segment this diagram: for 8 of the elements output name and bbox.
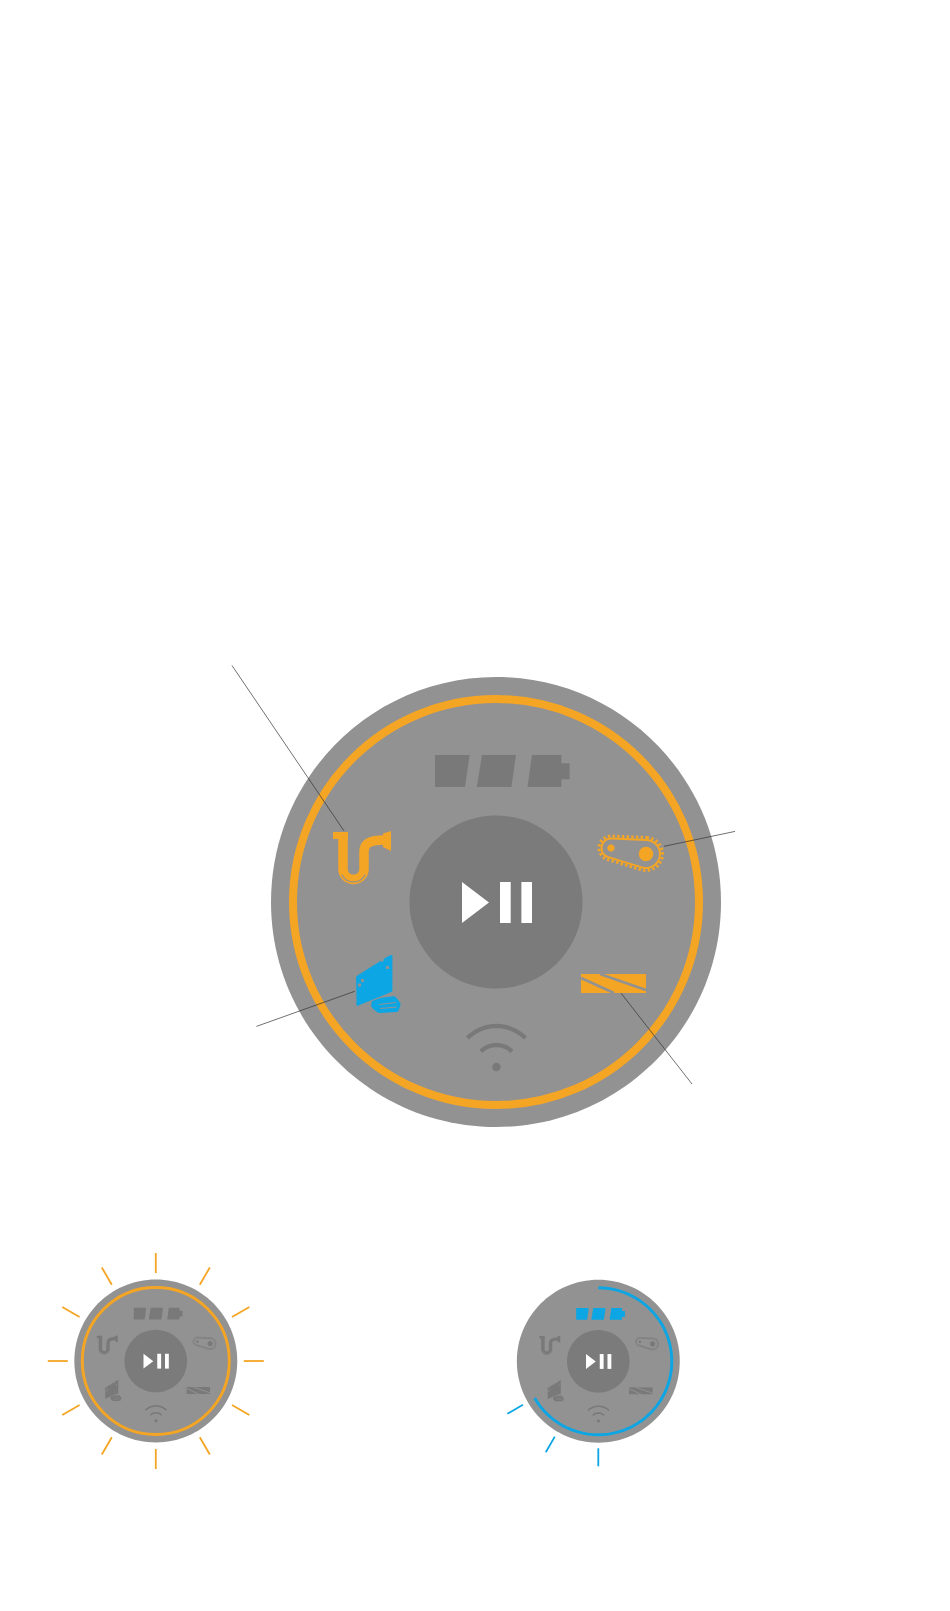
pipe-icon	[333, 831, 391, 885]
chain-icon	[597, 834, 664, 872]
leader-line	[620, 992, 693, 1085]
plate-icon	[354, 953, 401, 1013]
leader-line	[663, 831, 736, 847]
leader-line	[231, 665, 345, 832]
striped-bar-icon	[580, 972, 647, 995]
leader-line	[256, 990, 356, 1027]
